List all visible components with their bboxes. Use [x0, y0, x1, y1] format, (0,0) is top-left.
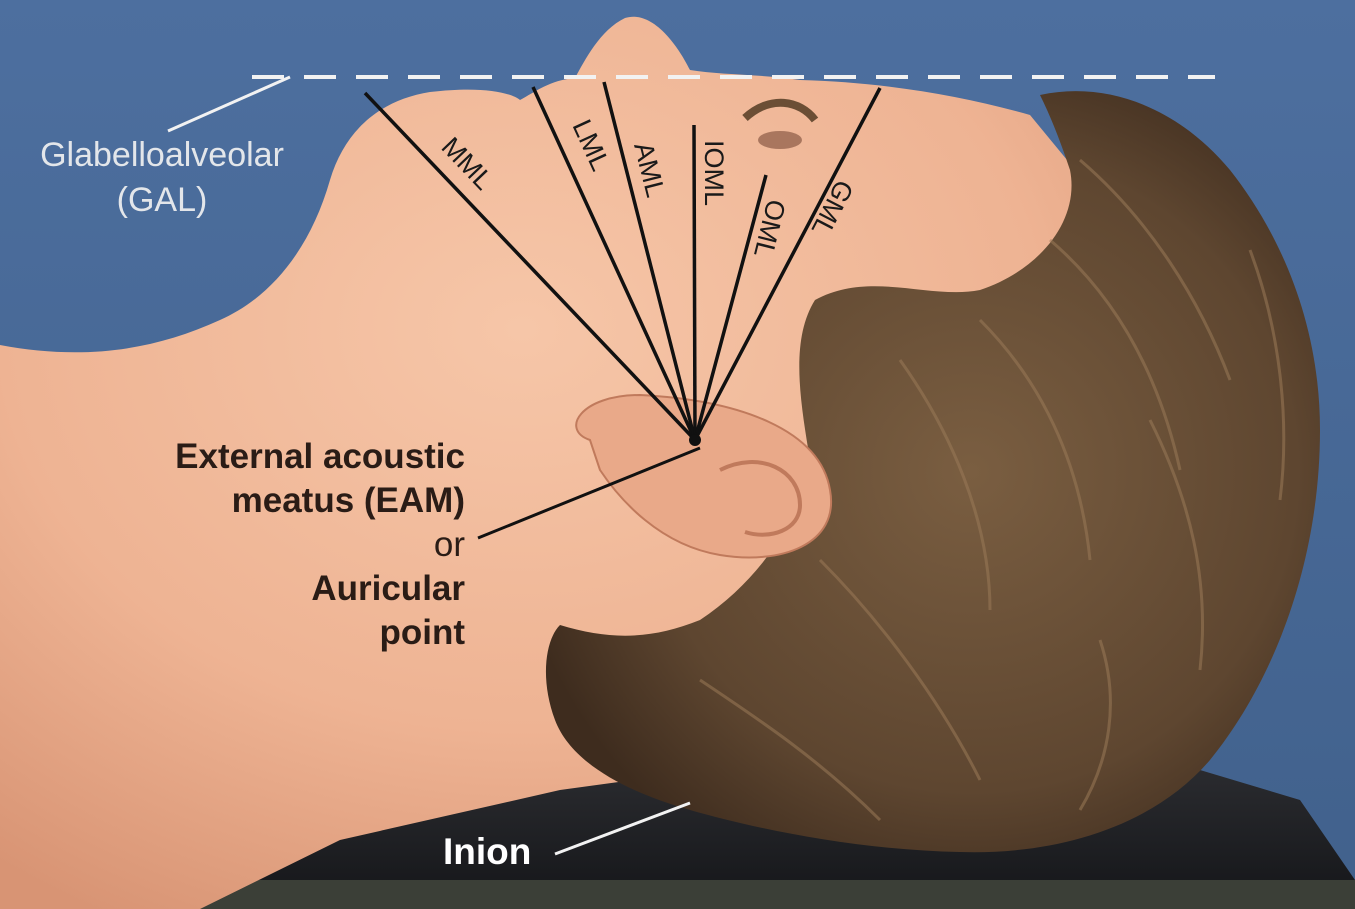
eam-label-or: or	[434, 525, 465, 564]
eye	[758, 131, 802, 149]
ioml-label: IOML	[699, 140, 729, 206]
eam-label-line4: point	[379, 613, 465, 652]
eam-point	[689, 434, 701, 446]
ioml-line	[694, 125, 695, 440]
eam-label-line1: External acoustic	[175, 437, 465, 476]
table-edge	[150, 880, 1355, 909]
gal-label-line2: (GAL)	[117, 181, 208, 219]
gal-label-line1: Glabelloalveolar	[40, 136, 284, 174]
eam-label-line2: meatus (EAM)	[232, 481, 465, 520]
eam-label-line3: Auricular	[311, 569, 465, 608]
inion-label: Inion	[443, 831, 531, 872]
